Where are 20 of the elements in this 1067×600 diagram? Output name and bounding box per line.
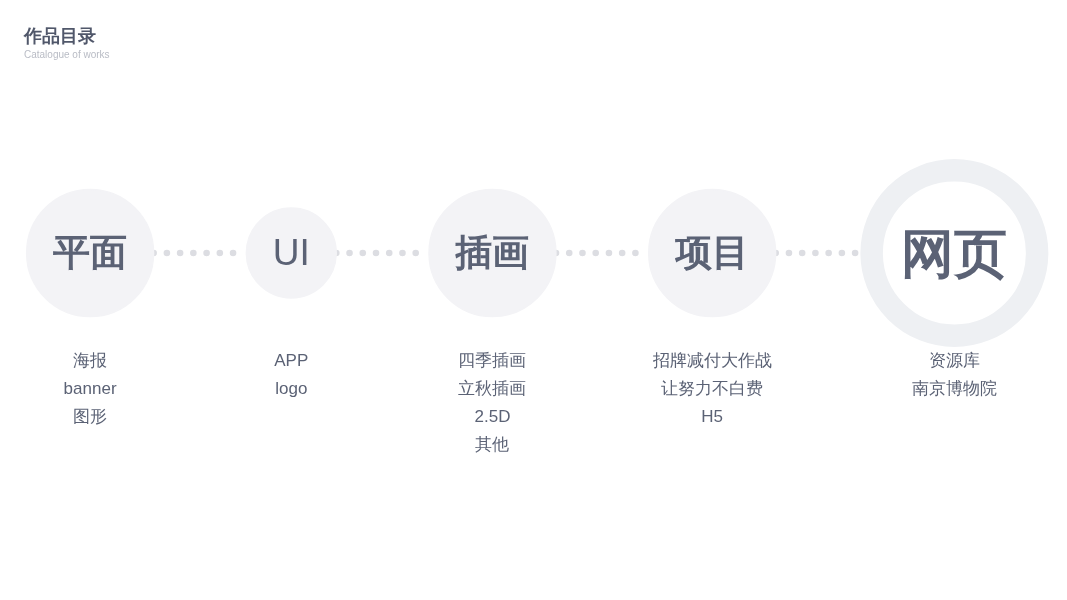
item-label: 其他 <box>474 434 511 456</box>
item-label: 立秋插画 <box>458 378 527 400</box>
node-circle: 平面 <box>25 188 155 318</box>
item-label: 让努力不白费 <box>660 378 765 400</box>
subtitle: Catalogue of works <box>24 49 110 61</box>
item-label: 图形 <box>72 406 109 428</box>
item-label: 资源库 <box>927 350 981 372</box>
item-label: APP <box>274 350 309 372</box>
item-label: 招牌减付大作战 <box>652 350 772 372</box>
page-title: 作品目录 <box>24 25 96 47</box>
item-label: 2.5D <box>473 406 512 428</box>
node-circle: 插画 <box>428 188 557 318</box>
item-label: 四季插画 <box>458 350 527 372</box>
node-circle: 项目 <box>648 188 777 318</box>
item-label: 海报 <box>72 350 109 372</box>
node-circle: UI <box>245 207 337 299</box>
item-label: banner <box>63 378 117 400</box>
item-label: H5 <box>700 406 725 428</box>
item-label: 南京博物院 <box>911 378 997 400</box>
item-label: logo <box>274 378 309 400</box>
